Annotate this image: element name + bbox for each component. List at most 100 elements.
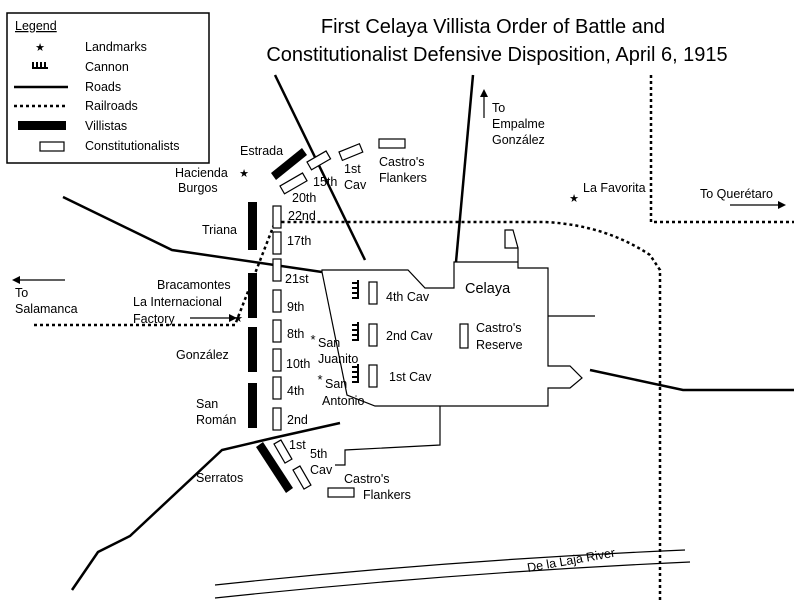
label-5th-cav-2: Cav <box>310 463 333 477</box>
unit-1st <box>273 439 293 464</box>
river-label: De la Laja River <box>526 546 616 575</box>
label-15th: 15th <box>313 175 337 189</box>
arrow-head-east-icon <box>778 201 786 209</box>
cannon-icon <box>32 62 48 69</box>
unit-1st-cav-north <box>338 142 364 162</box>
label-san-juanito-2: Juanito <box>318 352 358 366</box>
star-icon: ★ <box>569 193 579 205</box>
unit-10th <box>272 348 282 372</box>
label-castro-flankers-north-2: Flankers <box>379 171 427 185</box>
unit-22nd <box>272 205 282 229</box>
place-labels: Estrada Hacienda Burgos Triana Bracamont… <box>15 101 773 485</box>
unit-8th <box>272 319 282 343</box>
direction-arrows <box>12 89 786 322</box>
cannon-icon <box>352 364 359 383</box>
arrow-head-factory-icon <box>229 314 237 322</box>
star-icon: ★ <box>233 313 243 325</box>
label-to-empalme-1: To <box>492 101 505 115</box>
villista-bracamontes <box>248 273 257 318</box>
road-empalme <box>454 74 475 263</box>
legend-label-constitutionalists: Constitutionalists <box>85 139 180 153</box>
label-castro-flankers-south-2: Flankers <box>363 488 411 502</box>
label-factory: Factory <box>133 312 175 326</box>
legend-label-railroads: Railroads <box>85 99 138 113</box>
label-to-salamanca-1: To <box>15 286 28 300</box>
landmarks: ★ ★ ★ * * <box>233 168 579 387</box>
label-castro-flankers-north-1: Castro's <box>379 155 424 169</box>
label-castro-flankers-south-1: Castro's <box>344 472 389 486</box>
label-1st-cav-town: 1st Cav <box>389 370 432 384</box>
constitutionalist-units <box>272 138 469 498</box>
label-8th: 8th <box>287 327 304 341</box>
unit-5th-cav <box>292 465 312 490</box>
unit-15th-b <box>279 172 308 195</box>
label-4th: 4th <box>287 384 304 398</box>
star-icon: ★ <box>239 168 249 180</box>
legend: Legend ★ Landmarks Cannon Roads Railroad… <box>6 12 210 164</box>
label-10th: 10th <box>286 357 310 371</box>
road-east <box>589 368 794 392</box>
villista-lines <box>248 148 307 493</box>
unit-4th <box>272 376 282 400</box>
unit-labels: 15th 1st Cav Castro's Flankers 20th 22nd… <box>285 155 523 502</box>
unit-castro-reserve <box>459 323 469 349</box>
label-estrada: Estrada <box>240 144 283 158</box>
label-to-empalme-2: Empalme <box>492 117 545 131</box>
map-title-line1: First Celaya Villista Order of Battle an… <box>321 16 665 38</box>
label-17th: 17th <box>287 234 311 248</box>
label-castro-reserve-2: Reserve <box>476 338 523 352</box>
label-la-internacional: La Internacional <box>133 295 222 309</box>
cannons <box>352 280 359 383</box>
celaya-town <box>321 229 583 407</box>
roads <box>62 74 794 591</box>
railroads <box>34 75 794 600</box>
label-21st: 21st <box>285 272 309 286</box>
celaya-south-outline <box>335 406 441 466</box>
unit-castro-flankers-north <box>378 138 406 149</box>
unit-castro-flankers-south <box>327 487 355 498</box>
white-bar <box>39 141 65 152</box>
label-22nd: 22nd <box>288 209 316 223</box>
asterisk-icon: * <box>317 372 322 387</box>
railroad-north <box>649 75 794 224</box>
label-san-antonio-1: San <box>325 377 347 391</box>
map-title-line2: Constitutionalist Defensive Disposition,… <box>266 44 727 66</box>
unit-17th <box>272 231 282 255</box>
arrow-head-west-icon <box>12 276 20 284</box>
label-4th-cav: 4th Cav <box>386 290 430 304</box>
cannon-icon <box>352 322 359 341</box>
legend-label-villistas: Villistas <box>85 119 127 133</box>
label-gonzalez: González <box>176 348 229 362</box>
unit-9th <box>272 289 282 313</box>
legend-label-cannon: Cannon <box>85 60 129 74</box>
label-san-juanito-1: San <box>318 336 340 350</box>
label-roman: Román <box>196 413 236 427</box>
label-castro-reserve-1: Castro's <box>476 321 521 335</box>
label-celaya: Celaya <box>465 281 511 297</box>
label-1st-cav-north-2: Cav <box>344 178 367 192</box>
label-9th: 9th <box>287 300 304 314</box>
unit-15th-a <box>306 150 332 171</box>
label-burgos: Burgos <box>178 181 218 195</box>
unit-1st-cav-town <box>368 364 378 388</box>
label-20th: 20th <box>292 191 316 205</box>
unit-2nd-cav <box>368 323 378 347</box>
villista-estrada <box>271 148 307 180</box>
label-serratos: Serratos <box>196 471 243 485</box>
label-5th-cav-1: 5th <box>310 447 327 461</box>
unit-4th-cav <box>368 281 378 305</box>
arrow-head-north-icon <box>480 89 488 97</box>
road-west <box>62 195 323 274</box>
unit-2nd <box>272 407 282 431</box>
unit-21st <box>272 258 282 282</box>
villista-gonzalez <box>248 327 257 372</box>
river-bank-south <box>214 561 691 599</box>
label-to-salamanca-2: Salamanca <box>15 302 78 316</box>
label-to-queretaro: To Querétaro <box>700 187 773 201</box>
villista-sanroman <box>248 383 257 428</box>
label-san: San <box>196 397 218 411</box>
legend-heading: Legend <box>15 19 57 33</box>
river: De la Laja River <box>214 546 691 599</box>
